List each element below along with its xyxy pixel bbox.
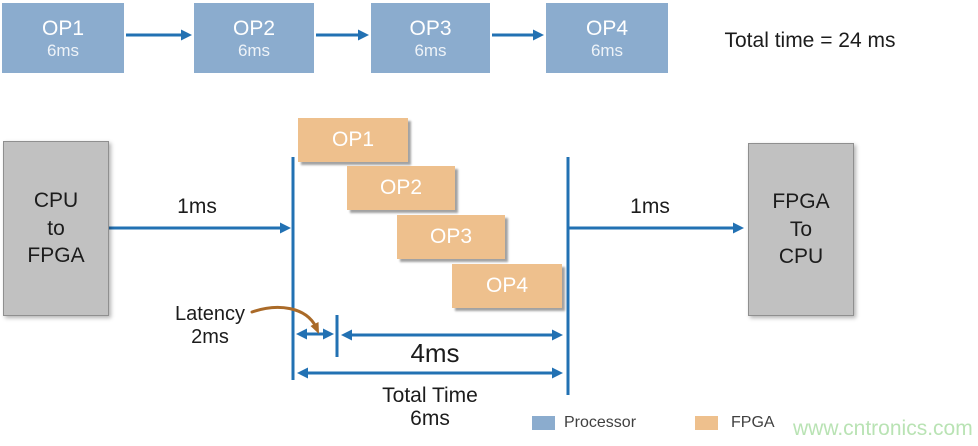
op-label: OP4 — [585, 16, 629, 40]
pipeline-span-arrow — [341, 329, 563, 341]
sequential-op-box-1: OP1 6ms — [2, 3, 124, 73]
pipeline-span-label: 4ms — [410, 338, 460, 368]
op-time: 6ms — [46, 40, 80, 60]
pipelined-op-box-1: OP1 — [298, 118, 408, 162]
out-transfer-time-label: 1ms — [630, 195, 670, 218]
latency-callout-arrow — [250, 305, 319, 334]
legend-processor-swatch — [532, 416, 555, 430]
pipelined-op-box-4: OP4 — [452, 264, 562, 308]
total-time-span-arrow — [297, 367, 563, 379]
pipelined-op-box-2: OP2 — [347, 166, 455, 210]
total-time-label: Total Time — [382, 384, 478, 407]
total-time-value: 6ms — [410, 407, 450, 430]
op-label: OP3 — [409, 16, 452, 40]
transfer-in-arrow — [108, 222, 291, 234]
op-label: OP1 — [41, 16, 85, 40]
in-transfer-time-label: 1ms — [177, 195, 217, 218]
cpu-to-fpga-block: CPU to FPGA — [3, 141, 109, 316]
sequential-op-box-2: OP2 6ms — [194, 3, 314, 73]
latency-value: 2ms — [191, 326, 229, 348]
top-connector-arrow-3 — [492, 29, 544, 41]
sequential-op-box-4: OP4 6ms — [546, 3, 668, 73]
pipelined-op-box-3: OP3 — [397, 215, 505, 259]
op-time: 6ms — [237, 40, 271, 60]
top-connector-arrow-1 — [126, 29, 192, 41]
total-time-sequential-label: Total time = 24 ms — [724, 29, 896, 52]
sequential-op-box-3: OP3 6ms — [371, 3, 490, 73]
watermark: www.cntronics.com — [793, 417, 973, 440]
legend-fpga-label: FPGA — [731, 414, 775, 431]
fpga-to-cpu-block: FPGA To CPU — [748, 143, 854, 316]
legend-fpga-swatch — [695, 416, 718, 430]
op-time: 6ms — [414, 40, 447, 60]
op-label: OP2 — [232, 16, 276, 40]
transfer-out-arrow — [568, 222, 744, 234]
legend-processor-label: Processor — [564, 414, 637, 431]
op-time: 6ms — [590, 40, 624, 60]
latency-span-arrow — [296, 328, 334, 340]
top-connector-arrow-2 — [316, 29, 369, 41]
latency-label: Latency — [174, 303, 246, 325]
